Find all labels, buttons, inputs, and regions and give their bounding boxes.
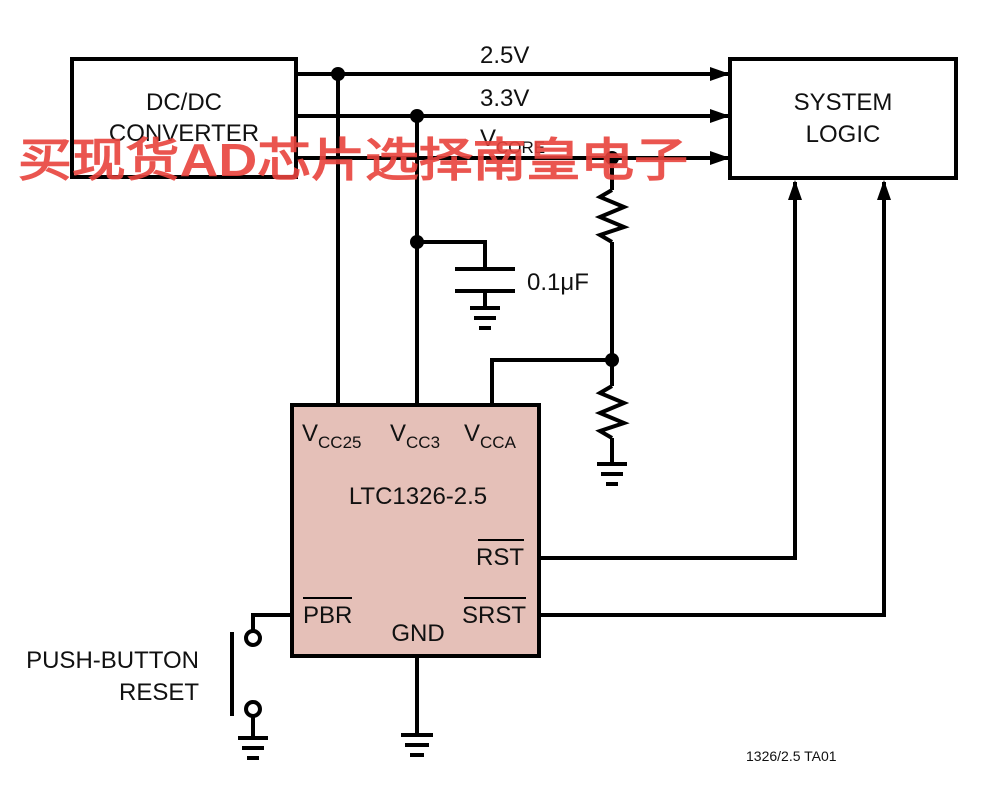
system-label-line2: LOGIC	[806, 121, 881, 148]
pbr-wire	[251, 613, 292, 631]
ltc1326-chip: VCC25 VCC3 VCCA LTC1326-2.5 RST SRST PBR…	[290, 403, 541, 658]
junction-dots	[331, 67, 619, 367]
capacitor-value-label: 0.1μF	[527, 269, 589, 296]
pin-vcc3-label: VCC3	[390, 420, 440, 452]
rail-3v3-label: 3.3V	[480, 85, 529, 112]
pin-srst-label: SRST	[462, 602, 526, 629]
reset-output-wires	[539, 180, 891, 617]
lower-resistor	[594, 384, 630, 440]
vcca-wire	[490, 358, 612, 405]
chip-part-number: LTC1326-2.5	[349, 483, 487, 510]
capacitor-branch-wire	[417, 240, 487, 268]
junction-dot	[605, 353, 619, 367]
supply-drop-wires	[336, 74, 515, 405]
pin-vcc25-label: VCC25	[302, 420, 361, 452]
chip-ground	[401, 656, 433, 757]
junction-dot	[410, 235, 424, 249]
upper-resistor	[594, 188, 630, 244]
rail-2v5-label: 2.5V	[480, 42, 529, 69]
system-logic-block: SYSTEM LOGIC	[728, 57, 958, 180]
pin-vcca-label: VCCA	[464, 420, 517, 452]
switch-contact-bottom	[244, 700, 262, 718]
junction-dot	[410, 109, 424, 123]
switch-label-line1: PUSH-BUTTON	[26, 647, 199, 674]
dcdc-label-line1: DC/DC	[146, 89, 222, 116]
pin-rst-label: RST	[476, 544, 524, 571]
dcdc-converter-block: DC/DC CONVERTER	[70, 57, 298, 179]
switch-label-line2: RESET	[119, 679, 199, 706]
junction-dot	[331, 67, 345, 81]
pin-gnd-label: GND	[391, 620, 444, 647]
rst-wire	[539, 180, 802, 560]
watermark-text: 买现货AD芯片选择南皇电子	[18, 134, 688, 186]
dcdc-label-line2: CONVERTER	[109, 120, 259, 147]
push-button-switch	[230, 613, 292, 760]
rail-wires	[296, 67, 730, 165]
junction-dot	[605, 151, 619, 165]
pin-pbr-label: PBR	[303, 602, 352, 629]
figure-id: 1326/2.5 TA01	[746, 748, 837, 764]
resistor-divider	[490, 158, 630, 486]
rail-vcore-label: VCORE	[480, 125, 545, 157]
srst-wire	[539, 180, 891, 617]
system-label-line1: SYSTEM	[794, 89, 893, 116]
switch-contact-top	[244, 629, 262, 647]
